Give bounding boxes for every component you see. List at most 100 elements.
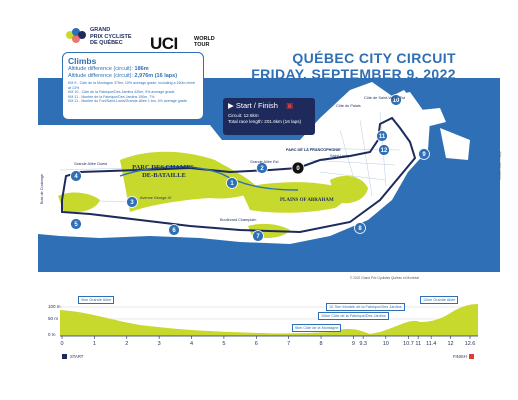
- profile-x-tick: 3: [157, 341, 161, 347]
- elevation-profile: [60, 304, 478, 337]
- port-docks: [392, 90, 446, 126]
- profile-x-tick: 10: [382, 341, 389, 347]
- battlefield-park: [120, 151, 260, 212]
- checkpoint-marker: [354, 222, 366, 234]
- park-label: PARC DES CHAMPS-DE-BATAILLE: [132, 164, 196, 179]
- profile-y-label: 50 m: [48, 316, 59, 321]
- checkpoint-label: 12: [381, 148, 388, 154]
- checkpoint-marker: [390, 94, 402, 106]
- street-saint-louis: Saint-Louis: [330, 154, 349, 158]
- checkpoint-label: 5: [74, 222, 78, 228]
- finish-label: FINISH: [453, 354, 467, 359]
- checkpoint-label: 8: [358, 226, 362, 232]
- climb-item: KM 11 - Montée de la Fabrique/Des Jardin…: [68, 94, 155, 99]
- profile-fill: [60, 304, 478, 336]
- checkpoint-marker: [70, 218, 82, 230]
- map-title: QUÉBEC CITY CIRCUIT: [292, 50, 456, 66]
- checkpoint-marker: [226, 177, 238, 189]
- altitude-total-label: Altitude difference (circuit):: [68, 72, 134, 79]
- profile-x-tick: 6: [254, 341, 258, 347]
- west-park: [58, 192, 100, 213]
- checkpoint-label: 7: [256, 234, 260, 240]
- profile-annotation: 10km Côte de la Fabrique/Des Jardins: [318, 312, 389, 320]
- compass-rose: [427, 220, 447, 240]
- start-marker: [62, 354, 67, 359]
- route-inner-loop: [119, 165, 299, 191]
- climbs-list: KM 9 - Côte de la Montagne 375m, 10% ave…: [68, 81, 198, 104]
- profile-x-tick: 9: [351, 341, 355, 347]
- profile-x-tick: 11: [415, 341, 422, 347]
- street-champlain: Boulevard Champlain: [220, 218, 257, 222]
- profile-x-tick: 8: [319, 341, 323, 347]
- checkpoint-label: 6: [172, 228, 176, 234]
- street-grande-allee-est: Grande Allée Est: [250, 160, 279, 164]
- uci-logo: UCI: [150, 34, 178, 53]
- climb-item: KM 11 - Montée du Fort/Saint-Louis/Grand…: [68, 99, 187, 104]
- map-date: FRIDAY, SEPTEMBER 9, 2022: [251, 66, 456, 82]
- altitude-circuit: Altitude difference (circuit): 186m: [68, 66, 198, 73]
- checkpoint-marker: [256, 162, 268, 174]
- port-pier: [440, 128, 470, 160]
- uci-sub-1: WORLD: [194, 36, 215, 42]
- gp-wordmark: GRAND PRIX CYCLISTE DE QUÉBEC: [90, 27, 132, 47]
- gp-logo: [64, 24, 88, 51]
- checkpoint-marker: [376, 130, 388, 142]
- profile-x-tick: 4: [189, 341, 194, 347]
- profile-annotation: 10.7km Montée de la Fabrique/Des Jardins: [326, 303, 405, 311]
- climbs-heading: Climbs: [68, 56, 97, 66]
- checkpoint-marker: [418, 148, 430, 160]
- altitude-circuit-value: 186m: [134, 66, 149, 72]
- parc-francophonie-label: PARC DE LA FRANCOPHONIE: [286, 148, 341, 152]
- river-label: FLEUVE SAINT-LAURENT: [286, 248, 372, 255]
- citadel-park: [330, 175, 368, 204]
- checkpoint-label: 4: [74, 174, 78, 180]
- street-grande-allee-ouest: Grande Allée Ouest: [74, 162, 108, 166]
- checkpoint-marker: [378, 144, 390, 156]
- checkpoint-label: 2: [260, 166, 264, 172]
- checkpoint-marker: [291, 161, 305, 175]
- altitude-circuit-label: Altitude difference (circuit):: [68, 66, 134, 72]
- play-icon: ▶: [228, 101, 234, 110]
- start-label: START: [70, 354, 84, 359]
- profile-y-label: 100 m: [48, 304, 61, 309]
- checkpoint-marker: [126, 196, 138, 208]
- finish-flag-icon: ▣: [286, 101, 294, 110]
- profile-annotation: 0km Grande Allée: [78, 296, 115, 304]
- street-bois-coulonge: Bois de Coulonge: [40, 174, 44, 204]
- profile-x-tick: 1: [92, 341, 96, 347]
- profile-x-tick: 2: [125, 341, 129, 347]
- uci-sub-2: TOUR: [194, 42, 210, 48]
- map-credit-vertical: CCGPF 2022 — Map: [498, 151, 502, 180]
- profile-x-tick: 10.7: [403, 341, 414, 347]
- plains-park: [240, 182, 345, 213]
- finish-marker: [469, 354, 474, 359]
- profile-x-tick: 12: [447, 341, 454, 347]
- checkpoint-label: 10: [393, 98, 400, 104]
- checkpoint-marker: [70, 170, 82, 182]
- profile-x-tick: 9.3: [359, 341, 367, 347]
- altitude-total: Altitude difference (circuit): 2,976m (1…: [68, 73, 198, 80]
- profile-x-tick: 7: [287, 341, 291, 347]
- profile-x-tick: 11.4: [425, 341, 437, 347]
- start-finish-label: Start / Finish: [235, 101, 278, 110]
- start-finish-panel: ▶ Start / Finish ▣ Circuit: 12.6km Total…: [223, 98, 315, 135]
- uci-world-tour: WORLD TOUR: [194, 36, 215, 48]
- street-george-vi: Avenue George-VI: [140, 196, 172, 200]
- profile-x-tick: 0: [60, 341, 64, 347]
- checkpoint-label: 3: [130, 200, 134, 206]
- map-credit: © 2022 Grand Prix Cyclistes Québec et Mo…: [350, 276, 419, 280]
- profile-x-tick: 5: [222, 341, 226, 347]
- profile-annotation: 12km Grande Allée: [420, 296, 459, 304]
- climbs-panel: Climbs Altitude difference (circuit): 18…: [62, 52, 204, 120]
- climb-item: KM 9 - Côte de la Montagne 375m, 10% ave…: [68, 81, 195, 90]
- checkpoint-label: 9: [422, 152, 426, 158]
- checkpoint-label: 1: [230, 181, 234, 187]
- total-length: Total race length: 201.6km (16 laps): [228, 118, 302, 124]
- gp-line-2: PRIX CYCLISTE: [90, 33, 132, 40]
- climb-item: KM 10 - Côte de la Fabrique/Des Jardins …: [68, 90, 175, 95]
- profile-x-tick: 12.6: [464, 341, 476, 347]
- profile-y-label: 0 m: [48, 332, 56, 337]
- gp-line-1: GRAND: [90, 27, 111, 33]
- checkpoint-label: 11: [379, 134, 386, 140]
- circuit-length: Circuit: 12.6km: [228, 113, 259, 118]
